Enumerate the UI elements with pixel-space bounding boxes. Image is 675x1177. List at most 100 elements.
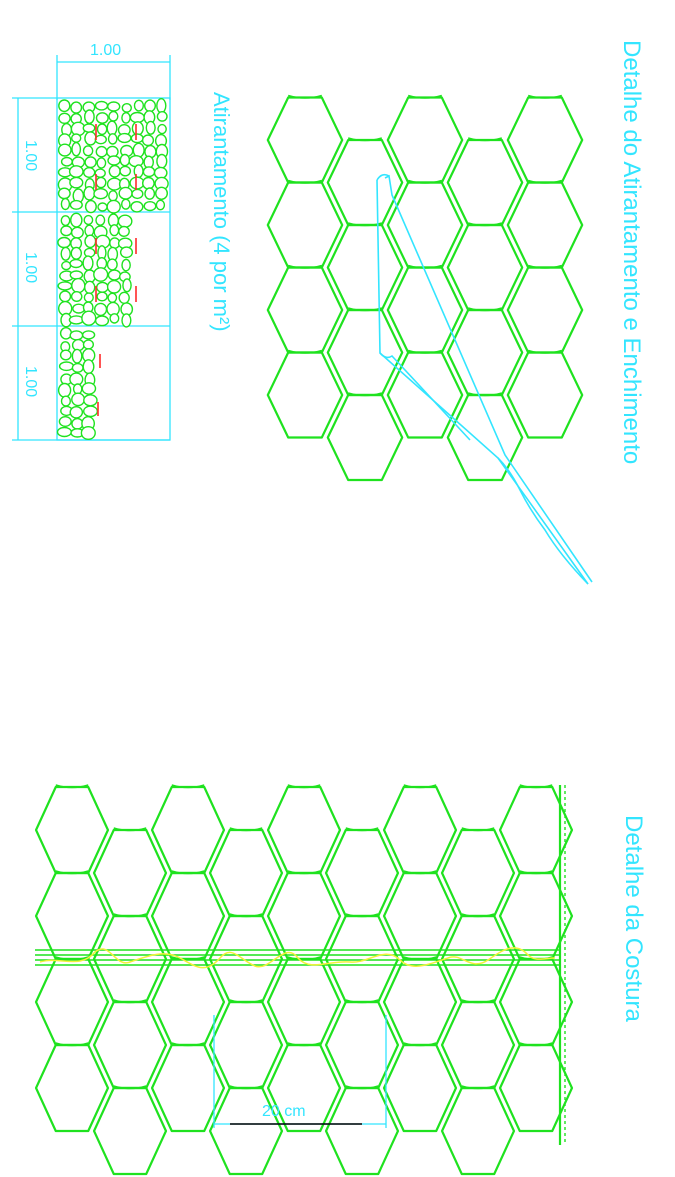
mesh-cell — [150, 871, 226, 961]
mesh-twist — [527, 349, 563, 354]
stone — [132, 142, 145, 158]
stone — [68, 315, 84, 325]
lower-mesh: 20 cm — [34, 784, 574, 1176]
stone — [59, 349, 72, 361]
stone — [106, 258, 118, 271]
mesh-twist — [287, 264, 323, 269]
stone — [154, 186, 168, 201]
stone — [144, 187, 156, 200]
mesh-cell — [266, 351, 344, 439]
mesh-cell — [498, 785, 574, 875]
mesh-twist — [527, 264, 563, 269]
stone — [70, 291, 83, 303]
stone — [72, 303, 86, 314]
stone — [130, 133, 144, 144]
stone — [84, 199, 97, 214]
mesh-cell — [324, 828, 400, 918]
mesh-cell — [266, 181, 344, 269]
stone — [96, 123, 108, 136]
mesh-twist — [113, 999, 147, 1004]
stone — [60, 197, 71, 211]
mesh-twist — [527, 179, 563, 184]
stone — [95, 145, 108, 158]
mesh-cell — [208, 1000, 284, 1090]
stone — [131, 188, 144, 200]
title-tie-fill-text: Detalhe do Atirantamento e Enchimento — [618, 40, 645, 464]
mesh-twist — [345, 913, 379, 918]
mesh-twist — [519, 870, 553, 875]
stone — [80, 426, 96, 441]
tie-wire — [376, 173, 593, 585]
mesh-twist — [229, 827, 263, 832]
stone — [143, 201, 157, 212]
mesh-cell — [208, 1086, 284, 1176]
mesh-twist — [345, 999, 379, 1004]
stone — [68, 165, 84, 178]
mesh-twist — [461, 827, 495, 832]
mesh-twist — [347, 137, 383, 142]
stone — [130, 200, 144, 213]
stone — [94, 315, 110, 327]
stone — [57, 281, 73, 291]
stone — [107, 292, 118, 303]
stone — [71, 362, 84, 373]
mesh-cell — [498, 871, 574, 961]
stone — [106, 120, 118, 136]
mesh-cell — [440, 828, 516, 918]
mesh-cell — [34, 957, 110, 1047]
mesh-twist — [229, 999, 263, 1004]
stone — [70, 101, 83, 114]
hex-mesh-lower — [34, 784, 574, 1176]
mesh-cell — [92, 1000, 168, 1090]
mesh-twist — [345, 827, 379, 832]
mesh-cell — [498, 957, 574, 1047]
mesh-cell — [446, 223, 524, 312]
stone — [70, 226, 84, 239]
mesh-cell — [266, 785, 342, 875]
mesh-cell — [506, 181, 584, 269]
stone — [121, 103, 133, 113]
mesh-twist — [171, 870, 205, 875]
mesh-cell — [266, 871, 342, 961]
stone — [81, 310, 97, 326]
stone — [95, 176, 107, 189]
mesh-cell — [506, 96, 584, 184]
mesh-cell — [326, 138, 404, 227]
left-dimension-label-2: 1.00 — [22, 252, 39, 283]
mesh-twist — [287, 179, 323, 184]
stone — [119, 165, 132, 177]
stone — [118, 225, 130, 238]
stone — [108, 190, 118, 202]
mesh-twist — [461, 999, 495, 1004]
stone-fill — [56, 97, 169, 441]
mesh-cell — [386, 181, 464, 269]
stone — [81, 330, 96, 340]
mesh-cell — [34, 1043, 110, 1133]
stone — [107, 155, 121, 166]
title-seam: Detalhe da Costura — [620, 815, 647, 1022]
stone — [60, 156, 73, 167]
stone — [58, 416, 72, 428]
box-outline — [56, 97, 171, 441]
stone — [93, 187, 109, 200]
mesh-twist — [403, 1042, 437, 1047]
stone — [129, 111, 145, 124]
mesh-cell — [92, 914, 168, 1004]
stone — [69, 176, 84, 189]
stone — [82, 166, 96, 178]
mesh-cell — [440, 914, 516, 1004]
mesh-twist — [229, 913, 263, 918]
stone — [121, 313, 132, 328]
stone — [70, 212, 83, 228]
mesh-cell — [324, 1000, 400, 1090]
mesh-twist — [347, 222, 383, 227]
stone — [156, 111, 168, 122]
mesh-cell — [208, 828, 284, 918]
stone — [119, 153, 131, 167]
stone — [59, 326, 73, 340]
stone — [122, 278, 132, 293]
stone — [94, 100, 109, 111]
stone — [155, 199, 166, 211]
stone — [109, 224, 120, 237]
